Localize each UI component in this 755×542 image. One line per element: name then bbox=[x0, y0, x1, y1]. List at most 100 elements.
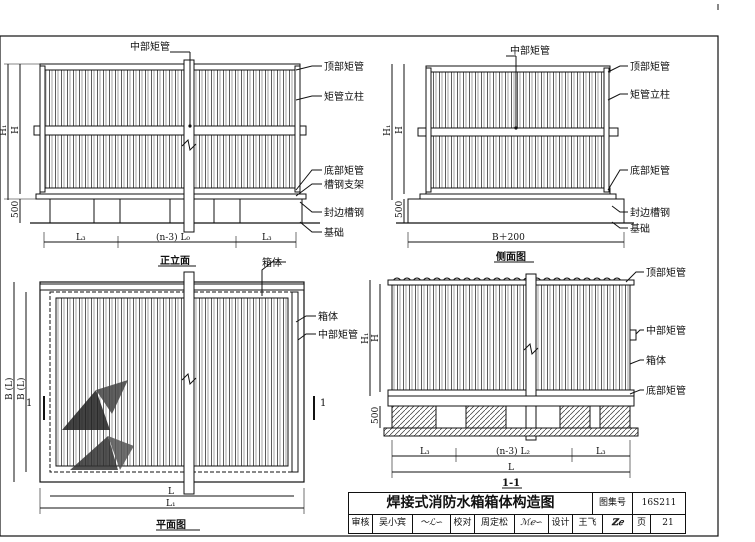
section-leader bbox=[625, 271, 644, 283]
checker-signature: ℳℯ∽ bbox=[515, 515, 549, 533]
front-elevation: 中部矩管 顶部矩管 矩管立柱 底部矩管 槽钢支架 封边槽钢 基础 H₁ H 50… bbox=[0, 40, 364, 267]
section-dim-l3-right: L₃ bbox=[596, 447, 606, 457]
side-leader bbox=[607, 93, 628, 101]
plan-label-tank: 箱体 bbox=[318, 310, 338, 323]
section-mark-label-left: 1 bbox=[26, 398, 32, 409]
page-label: 页 bbox=[633, 515, 651, 533]
front-break-zigzag bbox=[181, 138, 197, 152]
plan-label-mid-pipe: 中部矩管 bbox=[318, 328, 358, 341]
section-foundation-left bbox=[391, 405, 437, 429]
side-label-column: 矩管立柱 bbox=[630, 88, 670, 101]
plan-mid-pipe-h bbox=[39, 283, 305, 291]
plan-dim-b1: B (L) bbox=[16, 378, 27, 400]
page-number: 21 bbox=[662, 518, 674, 528]
front-column-left bbox=[39, 65, 46, 193]
designer-signature: ℤℯ bbox=[603, 515, 633, 533]
plan-label-tank-top: 箱体 bbox=[262, 256, 282, 269]
front-leader bbox=[295, 95, 322, 101]
section-leader bbox=[629, 359, 644, 365]
side-label-top-pipe: 顶部矩管 bbox=[630, 60, 670, 73]
side-column-left bbox=[425, 67, 432, 193]
side-view: 中部矩管 顶部矩管 矩管立柱 底部矩管 封边槽钢 基础 H₁ H 500 B＋2… bbox=[383, 44, 670, 263]
plan-mid-pipe-v bbox=[291, 291, 299, 473]
caption-side: 侧面图 bbox=[496, 250, 526, 263]
section-bottom-pipe bbox=[387, 389, 635, 397]
section-leader bbox=[629, 389, 644, 395]
section-slab bbox=[383, 427, 639, 437]
front-tank-upper bbox=[43, 65, 297, 127]
side-leader bbox=[611, 221, 628, 229]
atlas-label: 图集号 bbox=[593, 493, 633, 515]
front-dim-h1: H₁ bbox=[0, 125, 9, 136]
atlas-number: 16S211 bbox=[633, 493, 685, 515]
caption-front: 正立面 bbox=[160, 254, 190, 267]
front-label-edge-channel: 封边槽钢 bbox=[324, 206, 364, 219]
review-label: 审核 bbox=[349, 515, 373, 533]
front-dim-mid: (n-3) L₀ bbox=[156, 232, 190, 243]
front-dim-l3-right: L₃ bbox=[262, 233, 272, 243]
side-column-right bbox=[603, 67, 610, 193]
check-label: 校对 bbox=[451, 515, 475, 533]
section-dim-h1: H₁ bbox=[361, 333, 371, 344]
side-label-bottom-pipe: 底部矩管 bbox=[630, 164, 670, 177]
side-leader-dot bbox=[514, 126, 518, 130]
section-mid-pipe-box bbox=[629, 329, 637, 341]
section-dim-h: H bbox=[371, 334, 381, 342]
plan-dim-b: B (L) bbox=[4, 378, 15, 400]
side-foundation bbox=[407, 198, 625, 224]
sheet-border bbox=[0, 35, 719, 537]
section-dim-l: L bbox=[508, 463, 514, 473]
side-top-pipe bbox=[425, 65, 611, 73]
reviewer-name: 吴小宾 bbox=[373, 515, 413, 533]
front-foundation bbox=[49, 198, 303, 224]
section-channel bbox=[387, 395, 635, 407]
side-dim-h: H bbox=[395, 126, 405, 134]
front-label-mid-pipe: 中部矩管 bbox=[130, 40, 170, 53]
front-leader bbox=[295, 183, 322, 197]
plan-dim-l1: L₁ bbox=[166, 499, 176, 509]
reviewer-signature: 〜ℒ∽ bbox=[413, 515, 451, 533]
drawing-title: 焊接式消防水箱箱体构造图 bbox=[349, 493, 593, 515]
side-label-foundation: 基础 bbox=[630, 222, 650, 235]
section-dim-500: 500 bbox=[371, 407, 381, 424]
plan-dim-l: L bbox=[168, 487, 174, 497]
section-dim-mid: (n-3) L₂ bbox=[496, 446, 530, 457]
front-leader bbox=[299, 221, 322, 233]
front-tank-lower bbox=[43, 134, 297, 192]
front-label-channel-support: 槽钢支架 bbox=[324, 178, 364, 191]
front-dim-l3-left: L₃ bbox=[76, 233, 86, 243]
section-leader bbox=[635, 329, 644, 335]
side-dim-h1: H₁ bbox=[383, 125, 393, 136]
front-label-column: 矩管立柱 bbox=[324, 90, 364, 103]
design-label: 设计 bbox=[549, 515, 573, 533]
plan-leader bbox=[297, 333, 316, 341]
section-top-pipe bbox=[387, 279, 635, 286]
caption-section: 1-1 bbox=[502, 478, 520, 489]
front-label-top-pipe: 顶部矩管 bbox=[324, 60, 364, 73]
side-mid-pipe bbox=[417, 127, 619, 137]
plan-break-zigzag bbox=[181, 372, 197, 386]
side-tank-upper bbox=[429, 67, 607, 129]
front-column-right bbox=[294, 65, 301, 193]
section-break-zigzag bbox=[523, 342, 539, 356]
side-label-edge-channel: 封边槽钢 bbox=[630, 206, 670, 219]
side-dim-b200: B＋200 bbox=[492, 232, 525, 243]
section-center-break bbox=[525, 273, 537, 441]
front-leader bbox=[299, 201, 322, 213]
section-dim-l3-left: L₃ bbox=[420, 447, 430, 457]
caption-plan: 平面图 bbox=[156, 519, 186, 531]
side-leader bbox=[607, 65, 628, 73]
section-1-1: 顶部矩管 中部矩管 箱体 底部矩管 H₁ H 500 L₃ (n-3) L₂ L… bbox=[361, 266, 686, 489]
front-top-pipe bbox=[39, 63, 301, 71]
front-leader bbox=[295, 65, 322, 71]
side-leader bbox=[607, 169, 628, 191]
watermark-logo bbox=[62, 380, 134, 470]
side-bottom-pipe bbox=[425, 187, 611, 195]
section-foundation-mid2 bbox=[559, 405, 591, 429]
section-mark-label-right: 1 bbox=[320, 398, 326, 409]
checker-name: 周定松 bbox=[475, 515, 515, 533]
side-label-mid-pipe: 中部矩管 bbox=[510, 44, 550, 57]
front-dim-500: 500 bbox=[11, 201, 21, 218]
front-label-foundation: 基础 bbox=[324, 226, 344, 239]
